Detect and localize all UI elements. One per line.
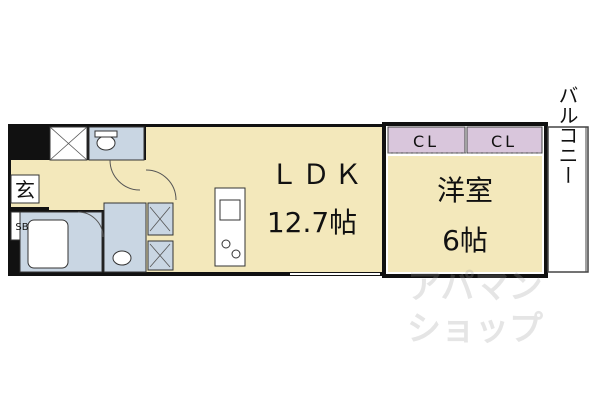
toilet-tank-icon — [94, 130, 118, 138]
balcony-label: バルコニー — [555, 85, 579, 185]
bedroom-wall — [382, 122, 548, 278]
ldk-size: 12.7帖 — [267, 206, 357, 239]
watermark-line1: アパマン — [407, 267, 542, 307]
closet-left — [387, 126, 466, 154]
stove-burner-icon-2 — [231, 249, 241, 259]
entrance-box — [10, 174, 40, 204]
sink-icon — [112, 250, 132, 266]
stove-burner-icon-1 — [221, 239, 231, 249]
hallway — [49, 160, 146, 210]
bedroom-label: 洋室 — [437, 174, 493, 207]
watermark-line2: ショップ — [407, 309, 543, 349]
bedroom-size: 6帖 — [442, 224, 488, 257]
shoe-box-label: SB — [15, 222, 28, 233]
kitchen-sink-icon — [219, 199, 241, 221]
door-arc-bath — [77, 211, 104, 238]
door-arc-ldk — [145, 169, 177, 201]
ldk-label: ＬＤＫ — [270, 158, 366, 191]
door-arc-hall — [109, 159, 141, 191]
bedroom — [388, 156, 542, 272]
closet-right-label: CL — [491, 132, 517, 151]
entrance-label: 玄 — [15, 178, 35, 202]
closet-right — [466, 126, 543, 154]
washer-x2 — [149, 206, 171, 232]
ldk-room — [146, 127, 384, 272]
storage-box-x2 — [149, 243, 171, 268]
balcony — [547, 126, 589, 273]
bathtub-icon — [27, 219, 69, 269]
storage-x2 — [49, 126, 88, 161]
watermark-logo: アパマン ショップ — [407, 267, 543, 349]
closet-left-label: CL — [413, 132, 439, 151]
toilet-icon — [96, 135, 116, 151]
